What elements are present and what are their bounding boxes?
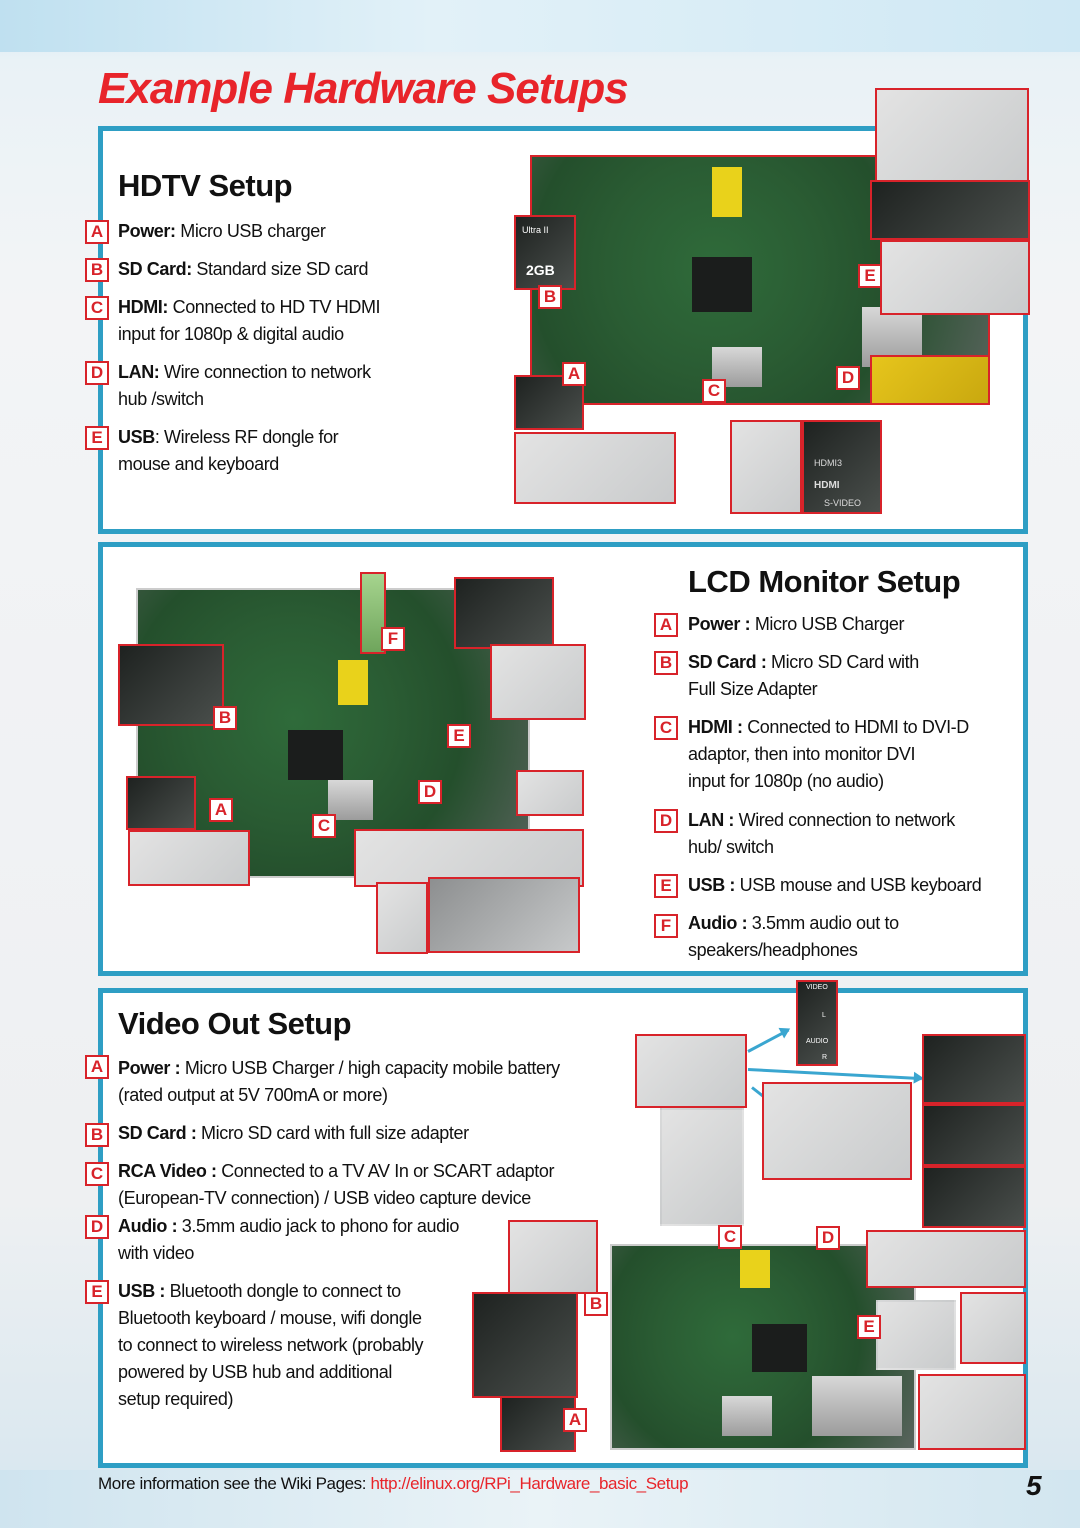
lcd-hdmi-photo bbox=[376, 882, 428, 954]
r-label: R bbox=[822, 1054, 828, 1061]
video-badge-a: A bbox=[85, 1055, 109, 1079]
video-badge-b: B bbox=[85, 1123, 109, 1147]
video-rca-wire-photo bbox=[660, 1108, 744, 1226]
tv-hdmi-port-photo: HDMI3 HDMI S-VIDEO bbox=[802, 420, 882, 514]
usb-connector-photo bbox=[880, 240, 1030, 315]
photo-badge-e: E bbox=[858, 264, 882, 288]
keyboard-mouse-photo bbox=[454, 577, 554, 649]
audio-label: AUDIO bbox=[806, 1038, 829, 1045]
lcd-lan-photo bbox=[516, 770, 584, 816]
usb-wifi-dongle-photo bbox=[866, 1230, 1026, 1288]
sd-brand-label: Ultra II bbox=[522, 225, 549, 235]
mouse-photo bbox=[875, 88, 1029, 184]
video-badge-c: C bbox=[85, 1162, 109, 1186]
badge-e: E bbox=[85, 426, 109, 450]
badge-b: B bbox=[85, 258, 109, 282]
sd-card-photo: Ultra II 2GB bbox=[514, 215, 576, 290]
badge-c: C bbox=[85, 296, 109, 320]
photo-badge-c: C bbox=[702, 379, 726, 403]
dvi-adapter-photo bbox=[428, 877, 580, 953]
photo-badge-b: B bbox=[538, 285, 562, 309]
lcd-charger-photo bbox=[128, 830, 250, 886]
battery-pack-photo bbox=[472, 1292, 578, 1398]
video-title: Video Out Setup bbox=[118, 1006, 352, 1041]
lcd-photo-badge-f: F bbox=[381, 627, 405, 651]
hdmi-cable-photo bbox=[730, 420, 802, 514]
micro-sd-photo bbox=[118, 644, 224, 726]
rca-cable-photo bbox=[635, 1034, 747, 1108]
video-micro-sd-photo bbox=[508, 1220, 598, 1294]
video-badge-d: D bbox=[85, 1215, 109, 1239]
lcd-title: LCD Monitor Setup bbox=[688, 564, 961, 599]
scart-adapter-photo-1 bbox=[922, 1034, 1026, 1104]
video-photo-badge-e: E bbox=[857, 1315, 881, 1339]
lcd-badge-f: F bbox=[654, 914, 678, 938]
video-photo-badge-b: B bbox=[584, 1292, 608, 1316]
l-label: L bbox=[822, 1012, 826, 1019]
lcd-badge-a: A bbox=[654, 613, 678, 637]
top-band bbox=[0, 0, 1080, 52]
lcd-badge-b: B bbox=[654, 651, 678, 675]
lcd-badge-c: C bbox=[654, 716, 678, 740]
usb-plug-photo bbox=[490, 644, 586, 720]
video-photo-badge-a: A bbox=[563, 1408, 587, 1432]
sd-size-label: 2GB bbox=[526, 262, 555, 278]
hdtv-title: HDTV Setup bbox=[118, 168, 293, 203]
badge-d: D bbox=[85, 361, 109, 385]
lcd-photo-badge-d: D bbox=[418, 780, 442, 804]
photo-badge-d: D bbox=[836, 366, 860, 390]
lcd-badge-e: E bbox=[654, 874, 678, 898]
footer-text: More information see the Wiki Pages: bbox=[98, 1474, 371, 1493]
usb-dongle-photo bbox=[876, 1300, 956, 1370]
lcd-photo-badge-e: E bbox=[447, 724, 471, 748]
video-board-photo bbox=[610, 1244, 916, 1450]
footer: More information see the Wiki Pages: htt… bbox=[98, 1474, 689, 1494]
hdmi-label: HDMI bbox=[814, 480, 840, 491]
av-port-photo: VIDEO L AUDIO R bbox=[796, 980, 838, 1066]
lan-cable-photo bbox=[870, 355, 990, 405]
badge-a: A bbox=[85, 220, 109, 244]
bottom-band bbox=[0, 1470, 1080, 1528]
charger-photo bbox=[514, 432, 676, 504]
rf-dongle-photo bbox=[870, 180, 1030, 240]
lcd-badge-d: D bbox=[654, 809, 678, 833]
video-badge-e: E bbox=[85, 1280, 109, 1304]
page-title: Example Hardware Setups bbox=[98, 64, 629, 113]
lcd-photo-badge-c: C bbox=[312, 814, 336, 838]
lcd-photo-badge-b: B bbox=[213, 706, 237, 730]
lcd-micro-usb-photo bbox=[126, 776, 196, 830]
svideo-label: S-VIDEO bbox=[824, 498, 862, 508]
capture-device-photo bbox=[762, 1082, 912, 1180]
video-photo-badge-c: C bbox=[718, 1225, 742, 1249]
video-label: VIDEO bbox=[806, 984, 828, 991]
keyboard-photo bbox=[918, 1374, 1026, 1450]
photo-badge-a: A bbox=[562, 362, 586, 386]
scart-adapter-photo-3 bbox=[922, 1166, 1026, 1228]
video-photo-badge-d: D bbox=[816, 1226, 840, 1250]
bluetooth-dongle-photo bbox=[960, 1292, 1026, 1364]
page-number: 5 bbox=[1026, 1470, 1042, 1501]
wiki-link[interactable]: http://elinux.org/RPi_Hardware_basic_Set… bbox=[370, 1474, 689, 1493]
scart-adapter-photo-2 bbox=[922, 1104, 1026, 1166]
hdmi3-label: HDMI3 bbox=[814, 458, 843, 468]
lcd-photo-badge-a: A bbox=[209, 798, 233, 822]
